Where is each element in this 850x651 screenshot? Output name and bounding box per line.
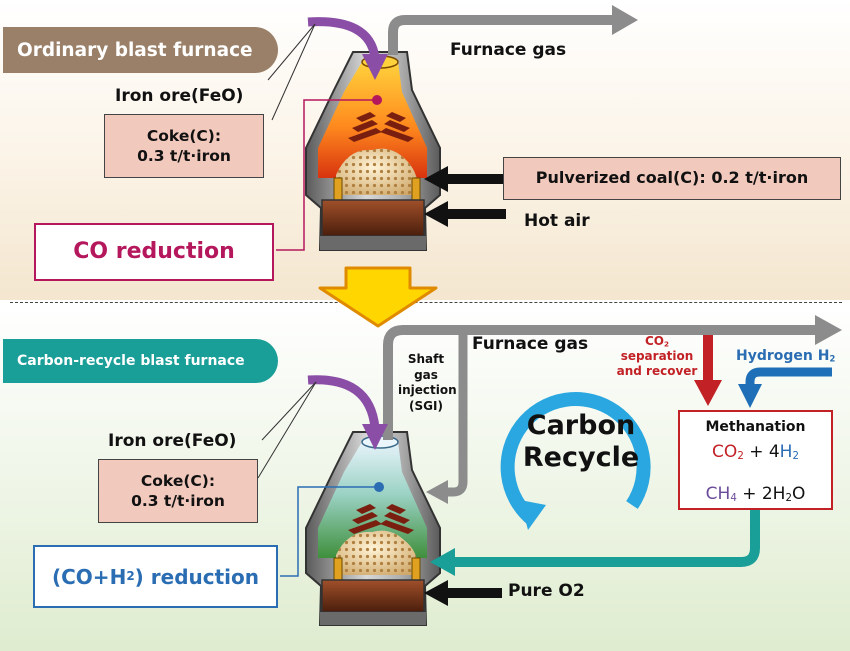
bottom-furnace-gas-arrow — [383, 315, 842, 440]
bottom-iron-ore-label: Iron ore(FeO) — [108, 431, 237, 451]
recycle-return-arrow — [430, 510, 760, 576]
ordinary-furnace-banner: Ordinary blast furnace — [3, 27, 278, 73]
hot-air-label: Hot air — [524, 211, 590, 231]
co-reduction-box: CO reduction — [34, 223, 274, 281]
coh-reduction-leader — [280, 486, 378, 577]
bottom-leader-line-2 — [257, 381, 317, 479]
section-divider — [10, 302, 842, 303]
pure-o2-label: Pure O2 — [508, 581, 585, 601]
shaft-gas-injection-arrow — [426, 330, 468, 504]
methanation-equation-products: CH4 + 2H2O — [705, 484, 806, 505]
bottom-coke-box: Coke(C): 0.3 t/t·iron — [98, 459, 258, 523]
bottom-iron-ore-arrow — [307, 375, 388, 450]
bottom-blast-furnace — [305, 431, 441, 626]
top-leader-line-2 — [271, 23, 316, 121]
transition-down-arrow — [318, 266, 438, 328]
shaft-gas-injection-label: Shaft gas injection (SGI) — [398, 352, 457, 413]
carbon-recycle-label: Carbon Recycle — [522, 410, 640, 473]
top-pulverized-coal-arrow — [424, 166, 504, 192]
co2-separation-arrow — [694, 335, 722, 406]
bottom-furnace-gas-label: Furnace gas — [472, 334, 589, 354]
top-furnace-gas-arrow — [388, 5, 638, 55]
pure-o2-arrow — [424, 580, 502, 606]
ordinary-furnace-title: Ordinary blast furnace — [17, 39, 253, 61]
top-furnace-gas-label: Furnace gas — [450, 40, 567, 60]
top-blast-furnace — [305, 51, 441, 251]
carbon-recycle-furnace-banner: Carbon-recycle blast furnace — [3, 339, 278, 383]
bottom-leader-line-1 — [261, 381, 317, 441]
hydrogen-label: Hydrogen H2 — [736, 348, 836, 364]
methanation-equation-reactants: CO2 + 4H2 — [712, 442, 799, 463]
top-iron-ore-label: Iron ore(FeO) — [115, 86, 244, 106]
carbon-recycle-furnace-title: Carbon-recycle blast furnace — [17, 353, 245, 369]
methanation-title: Methanation — [705, 419, 806, 435]
top-iron-ore-arrow — [307, 17, 388, 80]
top-hot-air-arrow — [424, 201, 506, 227]
pulverized-coal-box: Pulverized coal(C): 0.2 t/t·iron — [503, 157, 841, 200]
co-reduction-leader — [276, 99, 378, 251]
carbon-recycle-circle-icon — [500, 392, 651, 530]
hydrogen-arrow — [738, 367, 832, 408]
methanation-box: Methanation CO2 + 4H2 CH4 + 2H2O — [678, 410, 833, 510]
top-leader-line-1 — [267, 23, 316, 81]
top-coke-box: Coke(C): 0.3 t/t·iron — [104, 114, 264, 178]
